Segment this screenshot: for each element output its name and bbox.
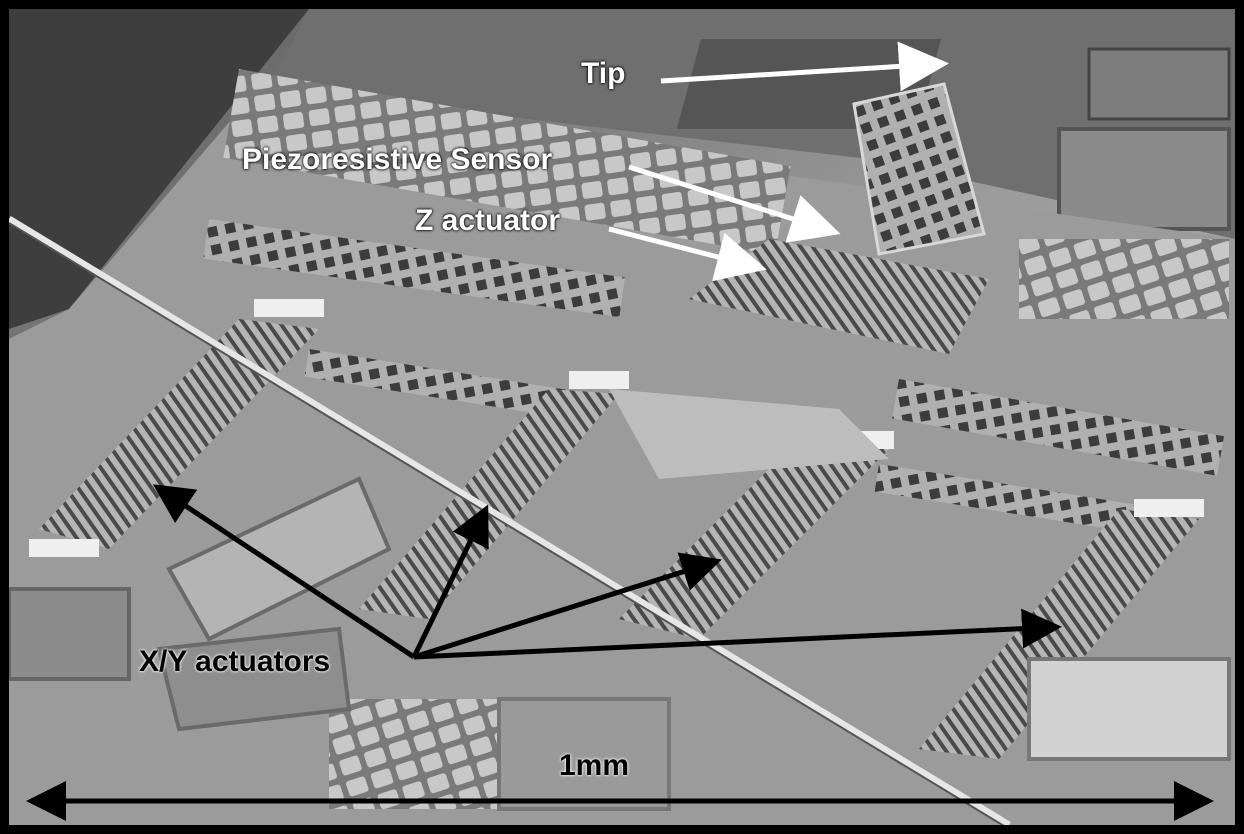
z-actuator-label: Z actuator — [415, 204, 561, 237]
piezoresistive-sensor-label: Piezoresistive Sensor — [242, 143, 553, 176]
tip-label: Tip — [581, 57, 626, 90]
xy-actuators-label: X/Y actuators — [139, 645, 331, 678]
scale-bar-label: 1mm — [559, 749, 630, 782]
sem-micrograph — [9, 9, 1235, 825]
